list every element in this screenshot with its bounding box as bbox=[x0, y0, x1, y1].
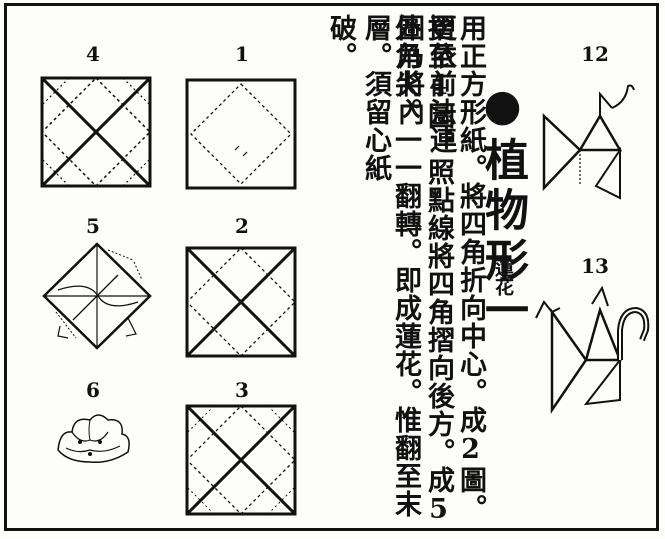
body-column-2: 摺至4圖。照點線將四角摺向後方。成5圖乃將內 bbox=[393, 14, 454, 526]
body-column-3: 外角尖。一一翻轉。即成蓮花。惟翻至末層。須留心紙 bbox=[360, 14, 421, 518]
figure-number-1: 1 bbox=[235, 42, 249, 66]
figure-3-diagram bbox=[185, 404, 297, 516]
figure-2-diagram bbox=[185, 246, 297, 358]
figure-6-lotus-drawing bbox=[57, 414, 130, 464]
page-border bbox=[4, 3, 659, 531]
figure-number-3: 3 bbox=[235, 378, 249, 402]
figure-4-diagram bbox=[40, 76, 152, 188]
figure-number-6: 6 bbox=[86, 378, 100, 402]
figure-5-diagram bbox=[42, 242, 152, 350]
body-column-1: 用正方形紙。將四角折向中心。成2圖。更依前法連 bbox=[425, 14, 486, 522]
figure-number-12: 12 bbox=[581, 42, 609, 66]
figure-12-diagram bbox=[542, 84, 635, 200]
figure-number-5: 5 bbox=[86, 214, 100, 238]
figure-1-diagram bbox=[185, 78, 297, 190]
body-column-4: 破。 bbox=[325, 14, 356, 70]
figure-number-4: 4 bbox=[86, 42, 100, 66]
figure-number-13: 13 bbox=[581, 254, 609, 278]
figure-number-2: 2 bbox=[235, 214, 249, 238]
section-title: ●植物形一 bbox=[477, 80, 528, 337]
section-subtitle: 蓮花 bbox=[492, 258, 514, 296]
figure-13-diagram bbox=[535, 285, 650, 415]
